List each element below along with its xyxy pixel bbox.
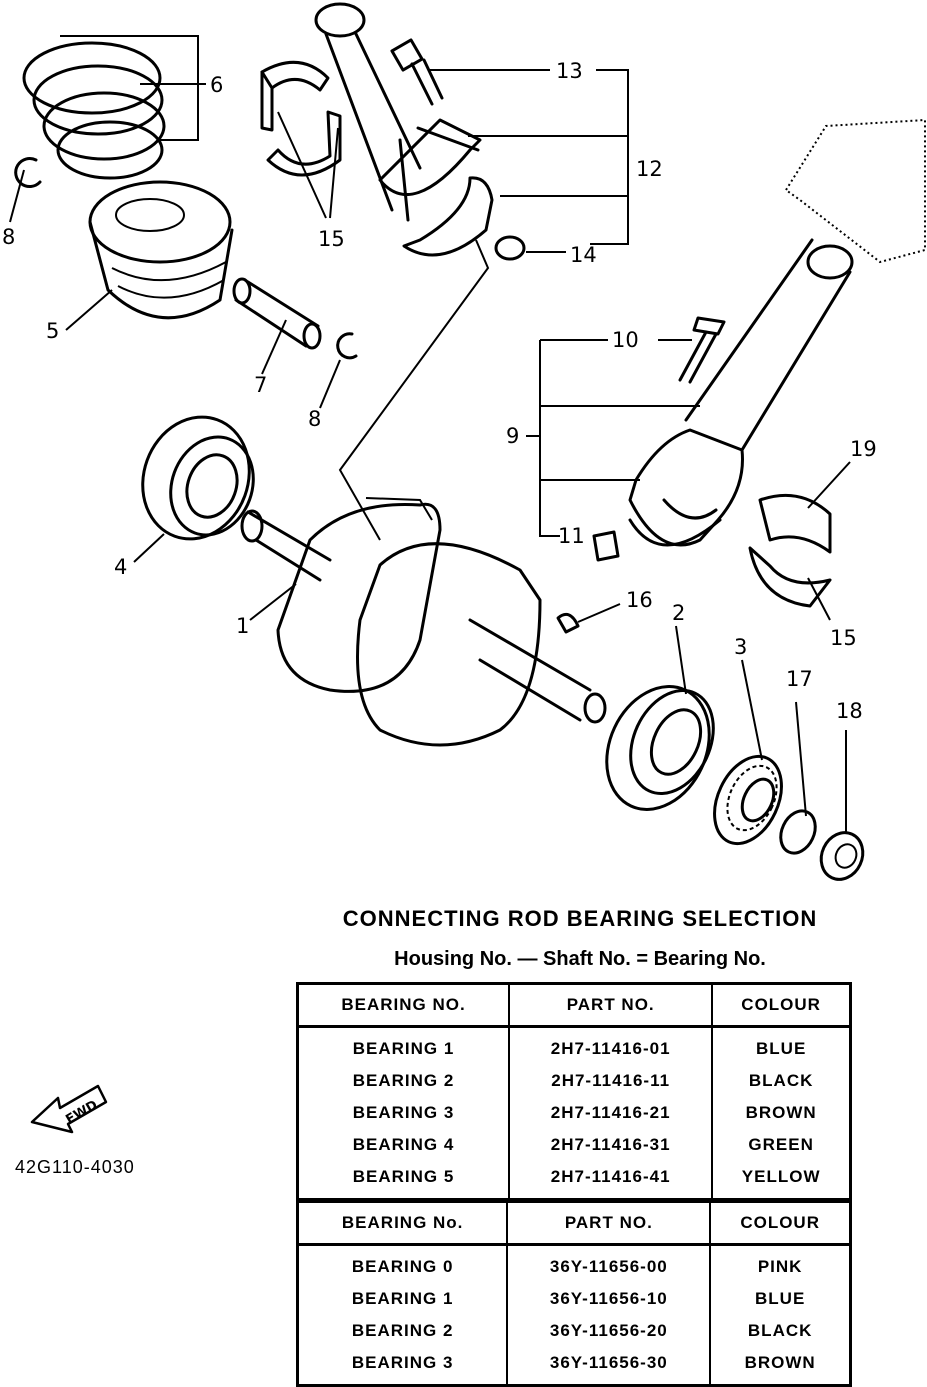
callout-13: 13 [556, 59, 583, 83]
crank-nut [819, 831, 865, 881]
table-header-row: BEARING NO. PART NO. COLOUR [297, 983, 851, 1028]
column-header: COLOUR [712, 983, 851, 1028]
table-cell: 2H7-11416-41 [509, 1161, 714, 1200]
table-row: BEARING 4 2H7-11416-31 GREEN [297, 1129, 851, 1161]
table-row: BEARING 2 2H7-11416-11 BLACK [297, 1065, 851, 1097]
rod-nut-upper [494, 235, 526, 261]
woodruff-key [556, 612, 580, 634]
table-cell: 2H7-11416-11 [509, 1065, 714, 1097]
main-bearing-right [605, 685, 715, 811]
table-cell: BEARING 1 [297, 1026, 511, 1065]
table-row: BEARING 3 36Y-11656-30 BROWN [297, 1347, 851, 1386]
column-header: BEARING No. [297, 1201, 509, 1246]
callout-7: 7 [254, 373, 267, 397]
table-cell: GREEN [748, 1135, 814, 1154]
leader-lines [9, 35, 851, 834]
callout-16: 16 [626, 588, 653, 612]
table-cell: BEARING 2 [297, 1065, 511, 1097]
table-cell: BEARING 4 [297, 1129, 511, 1161]
table-cell: BEARING 0 [297, 1244, 509, 1283]
callout-8-left: 8 [2, 225, 15, 249]
table-cell: 36Y-11656-10 [507, 1283, 712, 1315]
callout-12: 12 [636, 157, 663, 181]
table-cell: BLACK [748, 1071, 814, 1090]
bearing-table-1: BEARING NO. PART NO. COLOUR BEARING 1 2H… [296, 982, 852, 1201]
callout-10: 10 [612, 328, 639, 352]
table-row: BEARING 1 2H7-11416-01 BLUE [297, 1026, 851, 1065]
bearing-table-2: BEARING No. PART NO. COLOUR BEARING 0 36… [296, 1200, 852, 1387]
table-cell: YELLOW [741, 1167, 821, 1186]
table-row: BEARING 2 36Y-11656-20 BLACK [297, 1315, 851, 1347]
callout-4: 4 [114, 555, 127, 579]
connecting-rod-right [628, 118, 926, 547]
exploded-parts-diagram: 1 2 3 4 5 6 7 8 8 9 10 11 12 13 14 15 15… [2, 2, 926, 881]
table-cell: PINK [757, 1257, 803, 1276]
column-header: COLOUR [710, 1201, 851, 1246]
washer [779, 809, 817, 855]
main-bearing-left [141, 415, 255, 541]
rod-nut-right [592, 530, 620, 562]
rod-bolt-right [678, 316, 726, 384]
table-row: BEARING 0 36Y-11656-00 PINK [297, 1244, 851, 1283]
column-header: PART NO. [509, 983, 714, 1028]
drive-gear [713, 754, 783, 846]
callout-6: 6 [210, 73, 223, 97]
forward-arrow-icon: FWD [30, 1084, 108, 1134]
table-cell: BROWN [745, 1103, 817, 1122]
callout-14: 14 [570, 243, 597, 267]
callout-11: 11 [558, 524, 585, 548]
table-row: BEARING 3 2H7-11416-21 BROWN [297, 1097, 851, 1129]
callout-15-top: 15 [318, 227, 345, 251]
callout-19: 19 [850, 437, 877, 461]
table-row: BEARING 1 36Y-11656-10 BLUE [297, 1283, 851, 1315]
table-cell: BLACK [747, 1321, 813, 1340]
piston-rings [22, 41, 166, 180]
circlip-left [14, 157, 42, 188]
table-cell: BEARING 2 [297, 1315, 509, 1347]
table-cell: 2H7-11416-31 [509, 1129, 714, 1161]
table-cell: 36Y-11656-00 [507, 1244, 712, 1283]
column-header: BEARING NO. [297, 983, 511, 1028]
table-cell: 36Y-11656-30 [507, 1347, 712, 1386]
column-header: PART NO. [507, 1201, 712, 1246]
piston-pin [232, 277, 322, 350]
table-cell: BEARING 1 [297, 1283, 509, 1315]
selection-title: CONNECTING ROD BEARING SELECTION [342, 906, 818, 931]
document-number: 42G110-4030 [15, 1157, 135, 1177]
callout-9: 9 [506, 424, 519, 448]
table-cell: BLUE [756, 1039, 807, 1058]
table-row: BEARING 5 2H7-11416-41 YELLOW [297, 1161, 851, 1200]
table-cell: BLUE [755, 1289, 806, 1308]
table-header-row: BEARING No. PART NO. COLOUR [297, 1201, 851, 1246]
connecting-rod-upper [314, 2, 494, 257]
callout-17: 17 [786, 667, 813, 691]
crankshaft [240, 497, 607, 747]
table-cell: BROWN [744, 1353, 816, 1372]
table-cell: BEARING 3 [297, 1347, 509, 1386]
callout-2: 2 [672, 601, 685, 625]
callout-8-right: 8 [308, 407, 321, 431]
table-cell: 2H7-11416-21 [509, 1097, 714, 1129]
callout-18: 18 [836, 699, 863, 723]
table-cell: 2H7-11416-01 [509, 1026, 714, 1065]
callout-numbers: 1 2 3 4 5 6 7 8 8 9 10 11 12 13 14 15 15… [2, 59, 877, 723]
table-cell: 36Y-11656-20 [507, 1315, 712, 1347]
callout-15-right: 15 [830, 626, 857, 650]
piston [88, 180, 234, 320]
callout-5: 5 [46, 319, 59, 343]
callout-3: 3 [734, 635, 747, 659]
callout-1: 1 [236, 614, 249, 638]
bearing-shells-upper [260, 60, 342, 177]
circlip-right [336, 332, 358, 360]
table-cell: BEARING 5 [297, 1161, 511, 1200]
table-cell: BEARING 3 [297, 1097, 511, 1129]
bearing-shells-right [748, 493, 832, 608]
rod-bolt-upper [390, 38, 444, 106]
selection-formula: Housing No. — Shaft No. = Bearing No. [394, 948, 766, 970]
